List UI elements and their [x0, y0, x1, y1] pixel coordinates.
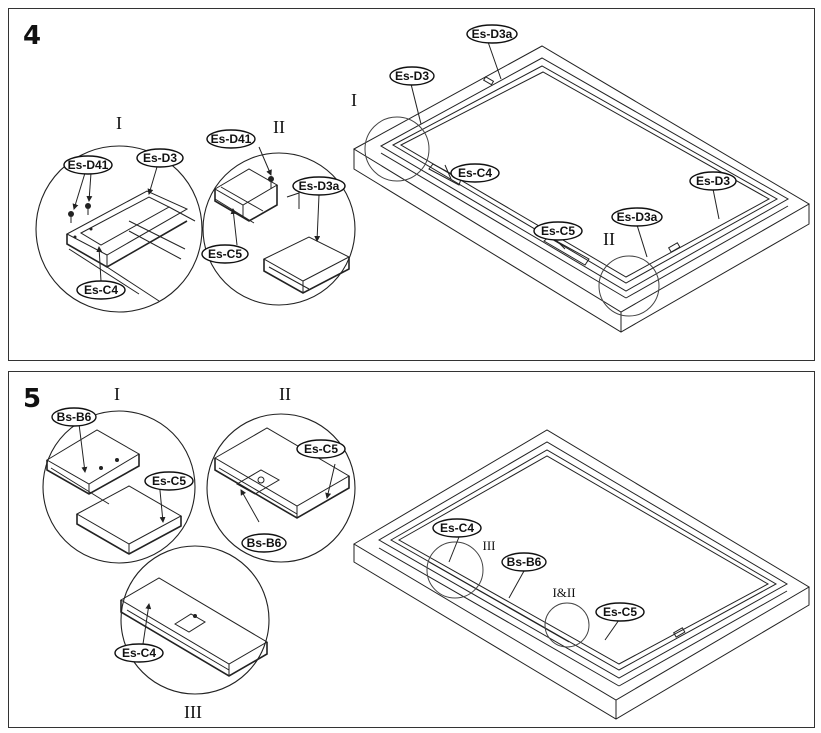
large-frame-i-marker: I	[351, 90, 357, 110]
step-4-diagram: I II I II Es-D3a Es-D3 Es-C4 Es-D3 Es-D3…	[35, 24, 810, 333]
label-es-c4-large: Es-C4	[450, 163, 500, 183]
detail-ii-step4	[202, 152, 356, 306]
screw-icon	[68, 203, 91, 223]
detail-i-step5	[42, 410, 196, 564]
step-number: 5	[23, 384, 42, 414]
detail-i-title: I	[116, 113, 122, 133]
label-es-c4-large: Es-C4	[432, 518, 482, 538]
svg-text:Es-C5: Es-C5	[208, 247, 242, 261]
svg-text:Bs-B6: Bs-B6	[507, 555, 542, 569]
svg-text:Bs-B6: Bs-B6	[57, 410, 92, 424]
large-frame-step5	[353, 429, 810, 720]
svg-text:Es-C4: Es-C4	[440, 521, 474, 535]
label-es-d3-large-right: Es-D3	[689, 171, 737, 191]
label-es-c5-detail-ii: Es-C5	[201, 244, 249, 264]
large-frame-iii-marker: III	[483, 538, 496, 553]
svg-text:Bs-B6: Bs-B6	[247, 536, 282, 550]
svg-text:Es-C4: Es-C4	[84, 283, 118, 297]
svg-text:Es-C5: Es-C5	[541, 224, 575, 238]
label-es-d3a-detail-ii: Es-D3a	[292, 176, 346, 196]
label-es-c5-large: Es-C5	[533, 221, 583, 241]
svg-text:Es-D3: Es-D3	[696, 174, 730, 188]
label-bs-b6-detail-ii: Bs-B6	[241, 533, 287, 553]
label-es-d41-detail-i: Es-D41	[63, 155, 113, 175]
svg-text:Es-D3a: Es-D3a	[299, 179, 340, 193]
label-es-d3a-large: Es-D3a	[611, 207, 663, 227]
step-5-panel: 5	[8, 371, 815, 728]
detail-circle-i-marker	[364, 116, 430, 182]
step-5-diagram: I II III III I&II Bs-B6 Es-C5 Es-C5 Bs-B…	[42, 384, 810, 722]
large-frame-step4	[353, 45, 810, 333]
detail-circle-iii-marker	[426, 541, 484, 599]
label-es-c5-detail-ii: Es-C5	[296, 439, 346, 459]
svg-text:Es-C5: Es-C5	[603, 605, 637, 619]
svg-text:Es-C4: Es-C4	[122, 646, 156, 660]
large-frame-i-ii-marker: I&II	[552, 585, 575, 600]
svg-text:Es-D3a: Es-D3a	[472, 27, 513, 41]
svg-text:Es-D3a: Es-D3a	[617, 210, 658, 224]
svg-text:Es-C4: Es-C4	[458, 166, 492, 180]
label-es-c5-detail-i: Es-C5	[144, 471, 194, 491]
detail-ii-title: II	[279, 384, 291, 404]
svg-text:Es-D41: Es-D41	[211, 132, 252, 146]
label-es-c4-detail-iii: Es-C4	[114, 643, 164, 663]
large-frame-ii-marker: II	[603, 229, 615, 249]
svg-text:Es-C5: Es-C5	[152, 474, 186, 488]
label-es-c4-detail-i: Es-C4	[76, 280, 126, 300]
detail-circle-ii-marker	[598, 255, 660, 317]
svg-text:Es-D41: Es-D41	[68, 158, 109, 172]
label-es-d3-detail-i: Es-D3	[136, 148, 184, 168]
svg-text:Es-D3: Es-D3	[143, 151, 177, 165]
step-4-panel: 4	[8, 8, 815, 361]
detail-circle-i-ii-marker	[544, 602, 590, 648]
detail-i-title: I	[114, 384, 120, 404]
svg-text:Es-D3: Es-D3	[395, 69, 429, 83]
label-es-d3-large-left: Es-D3	[389, 66, 435, 86]
detail-iii-step5	[120, 545, 270, 695]
label-es-d3a-top: Es-D3a	[466, 24, 518, 44]
detail-iii-title: III	[184, 702, 202, 722]
label-bs-b6-detail-i: Bs-B6	[51, 407, 97, 427]
screw-icon	[268, 176, 274, 189]
detail-i-step4	[35, 145, 203, 313]
step-number: 4	[23, 21, 42, 51]
label-es-d41-detail-ii: Es-D41	[206, 129, 256, 149]
svg-text:Es-C5: Es-C5	[304, 442, 338, 456]
label-bs-b6-large: Bs-B6	[501, 552, 547, 572]
detail-ii-title: II	[273, 117, 285, 137]
label-es-c5-large: Es-C5	[595, 602, 645, 622]
